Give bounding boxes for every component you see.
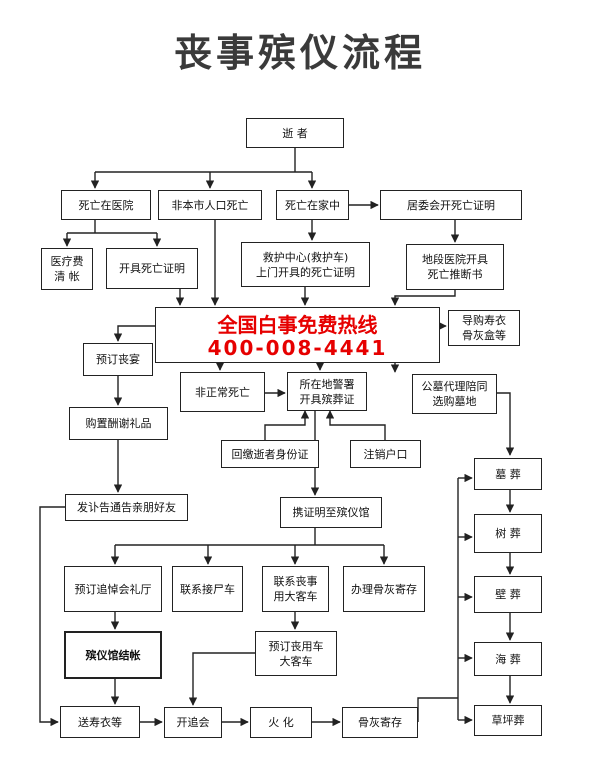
node-funeral-home-settle: 殡仪馆结帐 (64, 631, 162, 679)
node-issue-cert: 开具死亡证明 (106, 248, 198, 289)
node-memorial: 开追会 (164, 707, 222, 738)
node-committee-cert: 居委会开死亡证明 (380, 190, 522, 220)
node-die-hospital: 死亡在医院 (61, 190, 151, 220)
node-book-hall: 预订追悼会礼厅 (64, 566, 162, 612)
node-ash-storage-proc: 办理骨灰寄存 (343, 566, 425, 612)
connector-cancel-hukou (325, 410, 386, 440)
node-buy-gifts: 购置酬谢礼品 (69, 407, 168, 440)
node-cemetery-agent: 公墓代理陪同 选购墓地 (412, 374, 497, 414)
node-contact-bus: 联系丧事 用大客车 (262, 566, 329, 612)
page-title: 丧事殡仪流程 (173, 31, 426, 75)
node-wall-burial: 壁 葬 (474, 576, 542, 613)
node-send-shroud: 送寿衣等 (60, 706, 140, 738)
node-tomb-burial: 墓 葬 (474, 458, 542, 490)
hotline-title: 全国白事免费热线 (217, 313, 378, 337)
node-bring-cert: 携证明至殡仪馆 (280, 497, 382, 528)
node-contact-hearse: 联系接尸车 (172, 566, 243, 612)
node-unnatural: 非正常死亡 (180, 372, 265, 412)
hotline-banner: 全国白事免费热线 400-008-4441 (155, 307, 440, 363)
connector-funeral-car-to-memorial (188, 652, 255, 706)
hotline-number: 400-008-4441 (207, 336, 388, 360)
connector-district-to-hotline (390, 290, 456, 306)
node-cremation: 火 化 (250, 707, 312, 738)
node-rescue-center: 救护中心(救护车) 上门开具的死亡证明 (241, 242, 370, 287)
node-book-funeral-car: 预订丧用车 大客车 (255, 631, 337, 676)
connector-ash-to-burials (417, 697, 458, 722)
node-medical-fee: 医疗费 清 帐 (41, 248, 93, 290)
node-non-resident: 非本市人口死亡 (158, 190, 262, 220)
node-ash-storage: 骨灰寄存 (342, 707, 418, 738)
node-buy-shroud: 导购寿衣 骨灰盒等 (448, 310, 520, 346)
node-return-id: 回缴逝者身份证 (221, 440, 319, 468)
node-police-permit: 所在地警署 开具殡葬证 (287, 372, 367, 411)
node-die-home: 死亡在家中 (276, 190, 349, 220)
node-tree-burial: 树 葬 (474, 514, 542, 553)
node-district-hospital: 地段医院开具 死亡推断书 (406, 244, 504, 290)
node-lawn-burial: 草坪葬 (474, 705, 542, 736)
node-sea-burial: 海 葬 (474, 642, 542, 676)
node-deceased: 逝 者 (246, 118, 344, 148)
node-cancel-hukou: 注销户口 (350, 440, 421, 468)
node-book-banquet: 预订丧宴 (83, 343, 153, 376)
connector-return-id (264, 410, 310, 440)
connector-hotline-left (113, 325, 155, 342)
node-obituary: 发讣告通告亲朋好友 (65, 494, 188, 521)
connector-obituary-loop (39, 506, 65, 727)
